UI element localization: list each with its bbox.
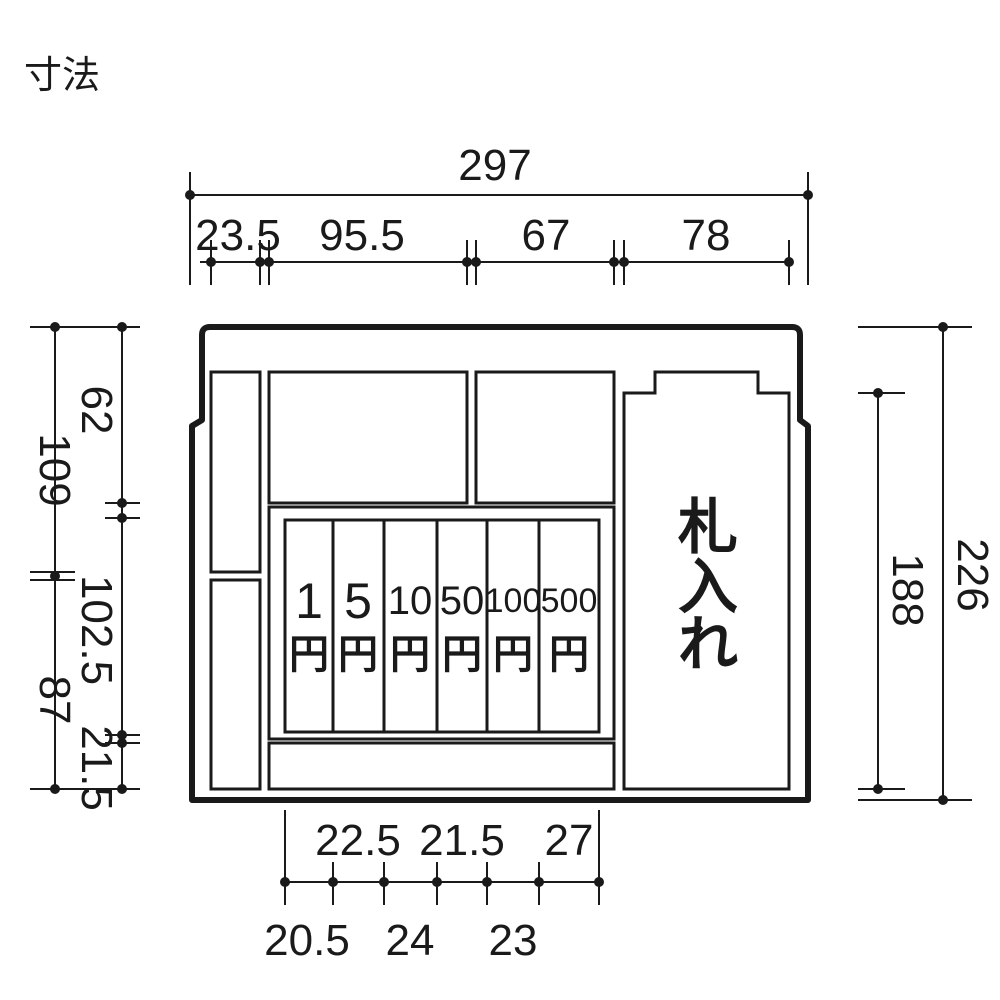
dim-22-5: 22.5 <box>315 816 401 865</box>
dim-95-5: 95.5 <box>319 211 405 260</box>
coin-value-label: 500 <box>541 582 598 620</box>
coin-unit-label: 円 <box>549 632 589 678</box>
coin-unit-label: 円 <box>289 632 329 678</box>
left-lower-slot <box>209 578 262 791</box>
coin-value-label: 10 <box>388 579 433 623</box>
dim-87: 87 <box>30 676 79 725</box>
bottom-tray-compartment <box>267 741 616 791</box>
dim-27: 27 <box>545 816 594 865</box>
bill-label-char: 札 <box>678 493 738 563</box>
dim-102-5: 102.5 <box>72 575 121 685</box>
coin-unit-label: 円 <box>338 632 378 678</box>
coin-area-frame <box>267 505 616 741</box>
bill-label: 札 入 れ <box>678 493 738 680</box>
dim-188: 188 <box>883 553 932 626</box>
top-right-compartment <box>474 370 616 505</box>
dim-67: 67 <box>522 211 571 260</box>
dim-109: 109 <box>30 433 79 506</box>
bill-label-char: れ <box>678 610 738 680</box>
dim-21-5-bottom: 21.5 <box>419 816 505 865</box>
bottom-dimensions: 22.5 21.5 27 20.5 24 23 <box>264 810 604 965</box>
left-dimensions: 109 87 62 102.5 21.5 <box>30 322 140 811</box>
left-upper-slot <box>209 370 262 574</box>
dim-226: 226 <box>948 538 997 611</box>
dim-21-5-left: 21.5 <box>72 725 121 811</box>
dim-24: 24 <box>386 916 435 965</box>
coin-unit-label: 円 <box>493 632 533 678</box>
coin-value-label: 5 <box>344 573 372 629</box>
drawing-title: 寸法 <box>24 53 100 97</box>
coin-unit-label: 円 <box>442 632 482 678</box>
coin-area-inner-frame <box>283 518 601 734</box>
coin-unit-label: 円 <box>390 632 430 678</box>
coin-value-label: 100 <box>485 582 542 620</box>
coin-value-label: 50 <box>440 579 485 623</box>
top-middle-compartment <box>267 370 469 505</box>
bill-label-char: 入 <box>678 553 738 623</box>
tray-outer-outline <box>189 324 811 803</box>
dim-23: 23 <box>489 916 538 965</box>
right-dimensions: 188 226 <box>858 322 997 805</box>
dim-62: 62 <box>72 386 121 435</box>
dim-23-5: 23.5 <box>195 211 281 260</box>
dim-20-5: 20.5 <box>264 916 350 965</box>
top-dimensions: 297 23.5 95.5 67 78 <box>185 141 813 285</box>
bill-compartment <box>622 370 791 791</box>
dim-overall-width: 297 <box>458 141 531 190</box>
dim-78: 78 <box>682 211 731 260</box>
coin-value-label: 1 <box>295 573 323 629</box>
tray <box>189 324 811 803</box>
coin-labels: 1 円 5 円 10 円 50 円 100 円 500 円 <box>289 573 597 678</box>
